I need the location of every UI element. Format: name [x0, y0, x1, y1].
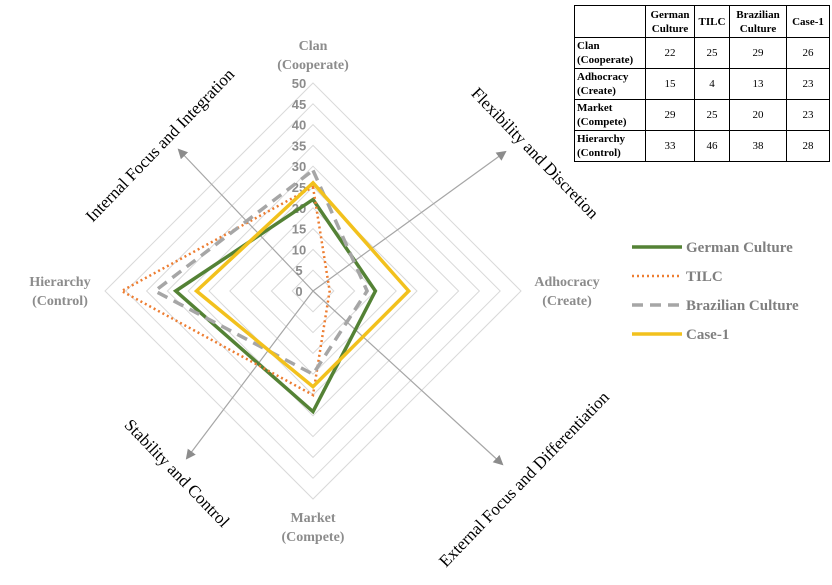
- table-cell: 38: [729, 130, 787, 162]
- table-cell: 26: [786, 37, 830, 69]
- legend-label-case1: Case-1: [686, 327, 729, 343]
- table-row-hierarchy: Hierarchy(Control) 33 46 38 28: [574, 130, 830, 162]
- legend-label-brazilian: Brazilian Culture: [686, 298, 799, 314]
- axis-sub-adhocracy: (Create): [542, 294, 592, 309]
- axis-sub-hierarchy: (Control): [32, 294, 88, 309]
- table-cell: 29: [729, 37, 787, 69]
- table-header-tilc: TILC: [694, 5, 730, 38]
- legend-label-german: German Culture: [686, 240, 793, 256]
- grid-ring: [125, 103, 501, 479]
- table-cell: 20: [729, 99, 787, 131]
- table-cell: 28: [786, 130, 830, 162]
- arrow-stability: [185, 290, 314, 460]
- table-rowhead: Clan(Cooperate): [574, 37, 646, 69]
- series-brazilian-culture: [151, 167, 370, 377]
- tick-label: 5: [295, 263, 302, 278]
- series-layer: [119, 167, 412, 415]
- tick-label: 45: [292, 97, 306, 112]
- axis-label-market: Market: [290, 511, 335, 526]
- grid-ring: [249, 227, 377, 355]
- grid-ring: [104, 82, 522, 500]
- table-cell: 46: [694, 130, 730, 162]
- direction-arrows: [177, 148, 507, 466]
- table-cell: 25: [694, 99, 730, 131]
- grid-ring: [270, 248, 356, 334]
- axis-sub-market: (Compete): [282, 530, 345, 545]
- table-cell: 15: [645, 68, 695, 100]
- table-cell: 13: [729, 68, 787, 100]
- tick-label: 10: [292, 242, 306, 257]
- tick-label: 50: [292, 76, 306, 91]
- table-cell: 23: [786, 68, 830, 100]
- table-rowhead: Market(Compete): [574, 99, 646, 131]
- legend-label-tilc: TILC: [686, 269, 723, 285]
- tick-label: 15: [292, 222, 306, 237]
- tick-label: 35: [292, 138, 306, 153]
- tick-label: 40: [292, 118, 306, 133]
- arrow-flexibility: [312, 150, 507, 292]
- table-row-adhocracy: Adhocracy(Create) 15 4 13 23: [574, 68, 830, 100]
- table-cell: 22: [645, 37, 695, 69]
- grid-ring: [145, 123, 481, 459]
- table-cell: 29: [645, 99, 695, 131]
- series-tilc: [119, 185, 331, 397]
- table-row-market: Market(Compete) 29 25 20 23: [574, 99, 830, 131]
- tick-label: 0: [295, 284, 302, 299]
- table-corner: [574, 5, 646, 38]
- grid-ring: [229, 207, 397, 375]
- grid-ring: [187, 165, 439, 417]
- tick-label: 30: [292, 159, 306, 174]
- label-external-focus: External Focus and Differentiation: [435, 387, 613, 570]
- axis-label-clan: Clan: [299, 39, 328, 54]
- label-stability: Stability and Control: [121, 415, 234, 531]
- table-header-case1: Case-1: [786, 5, 830, 38]
- series-case-1: [193, 180, 412, 390]
- table-cell: 33: [645, 130, 695, 162]
- axis-label-hierarchy: Hierarchy: [29, 275, 90, 290]
- table-cell: 25: [694, 37, 730, 69]
- legend: German Culture TILC Brazilian Culture Ca…: [632, 240, 799, 343]
- axis-label-adhocracy: Adhocracy: [534, 275, 599, 290]
- arrow-external-focus: [312, 290, 504, 466]
- axis-sub-clan: (Cooperate): [277, 58, 349, 73]
- table-row-clan: Clan(Cooperate) 22 25 29 26: [574, 37, 830, 69]
- table-rowhead: Hierarchy(Control): [574, 130, 646, 162]
- table-cell: 4: [694, 68, 730, 100]
- grid-ring: [291, 269, 335, 313]
- table-rowhead: Adhocracy(Create): [574, 68, 646, 100]
- table-cell: 23: [786, 99, 830, 131]
